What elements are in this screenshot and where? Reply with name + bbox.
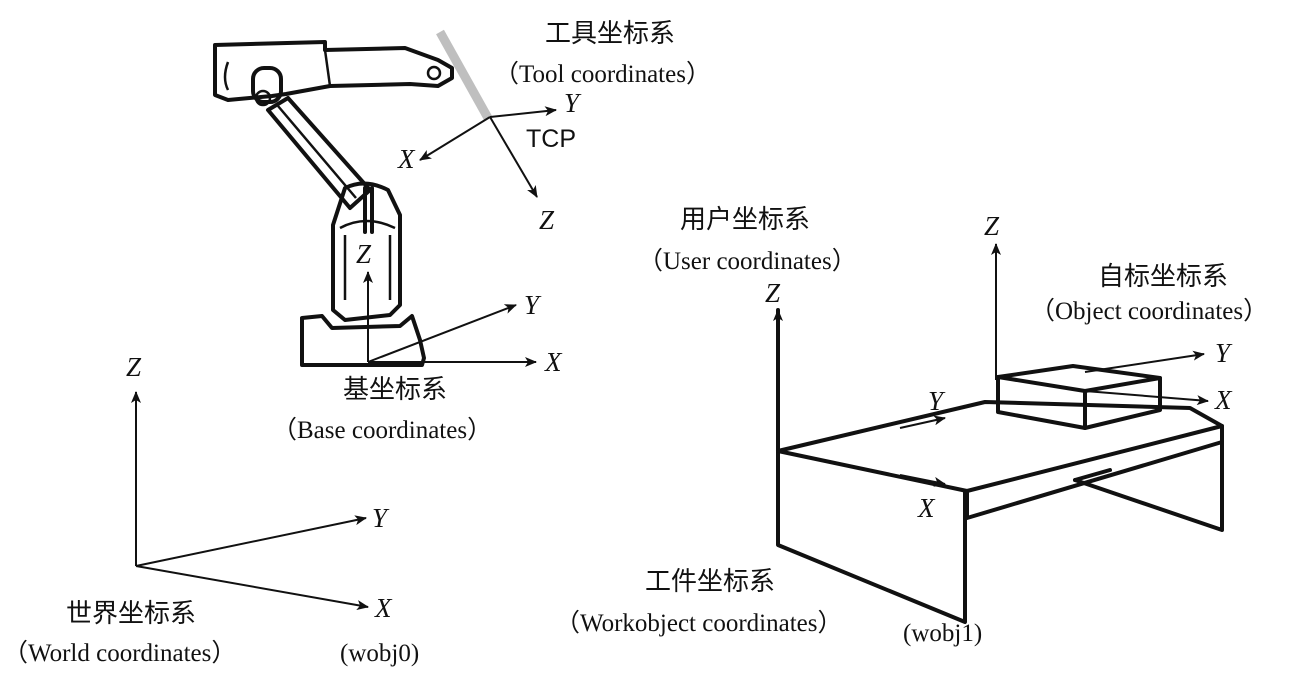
robot-arm-illustration <box>213 29 492 367</box>
robot-base <box>300 314 426 367</box>
object-axis-y-label: Y <box>1215 338 1233 368</box>
workobject-title-en: （Workobject coordinates） <box>555 609 843 637</box>
tool-title-cn: 工具坐标系 <box>545 19 675 49</box>
object-axis-z-label: Z <box>984 211 1000 241</box>
user-axis-x <box>899 474 946 487</box>
world-axis-z-label: Z <box>126 352 142 382</box>
user-axis-x-label: X <box>917 493 936 523</box>
object-title-cn: 自标坐标系 <box>1098 262 1228 292</box>
base-axis-z-label: Z <box>356 239 372 269</box>
tool-axis-z <box>489 116 538 198</box>
tool-axis-z-label: Z <box>539 205 555 235</box>
base-title-en: （Base coordinates） <box>272 416 492 444</box>
tool-axis-x <box>419 116 491 161</box>
world-axis-y-label: Y <box>372 503 390 533</box>
tool-frame: Y X Z TCP <box>397 88 582 235</box>
user-axis-y <box>899 415 946 429</box>
object-box-illustration <box>996 364 1162 430</box>
tool-axis-y-label: Y <box>564 88 582 118</box>
wrist-joint <box>426 65 442 81</box>
table-top <box>776 400 1224 493</box>
robot-forearm <box>213 40 454 102</box>
world-axis-y <box>135 515 367 567</box>
tool-plate <box>436 29 492 121</box>
world-axis-x <box>135 565 369 611</box>
object-title-en: （Object coordinates） <box>1030 297 1268 325</box>
world-title-en: （World coordinates） <box>3 639 236 667</box>
world-title-cn: 世界坐标系 <box>66 599 196 629</box>
tool-axis-y <box>489 106 557 118</box>
object-axis-x <box>1084 390 1209 406</box>
robot-body <box>331 181 402 322</box>
workobject-title-cn: 工件坐标系 <box>645 567 775 597</box>
box-side <box>1083 376 1162 430</box>
box-top <box>996 364 1162 393</box>
shoulder-joint <box>251 66 283 104</box>
wobj0-label: (wobj0) <box>340 640 419 667</box>
user-frame: Z Y X <box>765 278 946 523</box>
base-axis-y <box>367 304 517 363</box>
table-right-leg <box>1073 440 1224 532</box>
base-axis-x-label: X <box>544 347 563 377</box>
work-table-illustration <box>776 400 1224 624</box>
object-axis-y <box>1084 350 1205 373</box>
user-axis-y-label: Y <box>928 386 946 416</box>
tool-axis-x-label: X <box>397 144 416 174</box>
tcp-label: TCP <box>526 125 576 153</box>
box-front <box>996 375 1087 430</box>
tool-title-en: （Tool coordinates） <box>494 60 711 88</box>
wobj1-label: (wobj1) <box>903 620 982 647</box>
base-frame: Z X Y <box>356 239 563 377</box>
base-title-cn: 基坐标系 <box>343 375 447 405</box>
table-apron <box>965 424 1224 520</box>
table-front-panel <box>776 449 967 624</box>
object-axis-x-label: X <box>1214 385 1233 415</box>
user-title-en: （User coordinates） <box>638 247 857 275</box>
world-axis-x-label: X <box>374 593 393 623</box>
base-axis-y-label: Y <box>524 290 542 320</box>
user-title-cn: 用户坐标系 <box>680 205 810 235</box>
user-axis-z-label: Z <box>765 278 781 308</box>
world-frame: Z Y X <box>126 352 393 623</box>
object-frame: Z Y X <box>984 211 1233 415</box>
